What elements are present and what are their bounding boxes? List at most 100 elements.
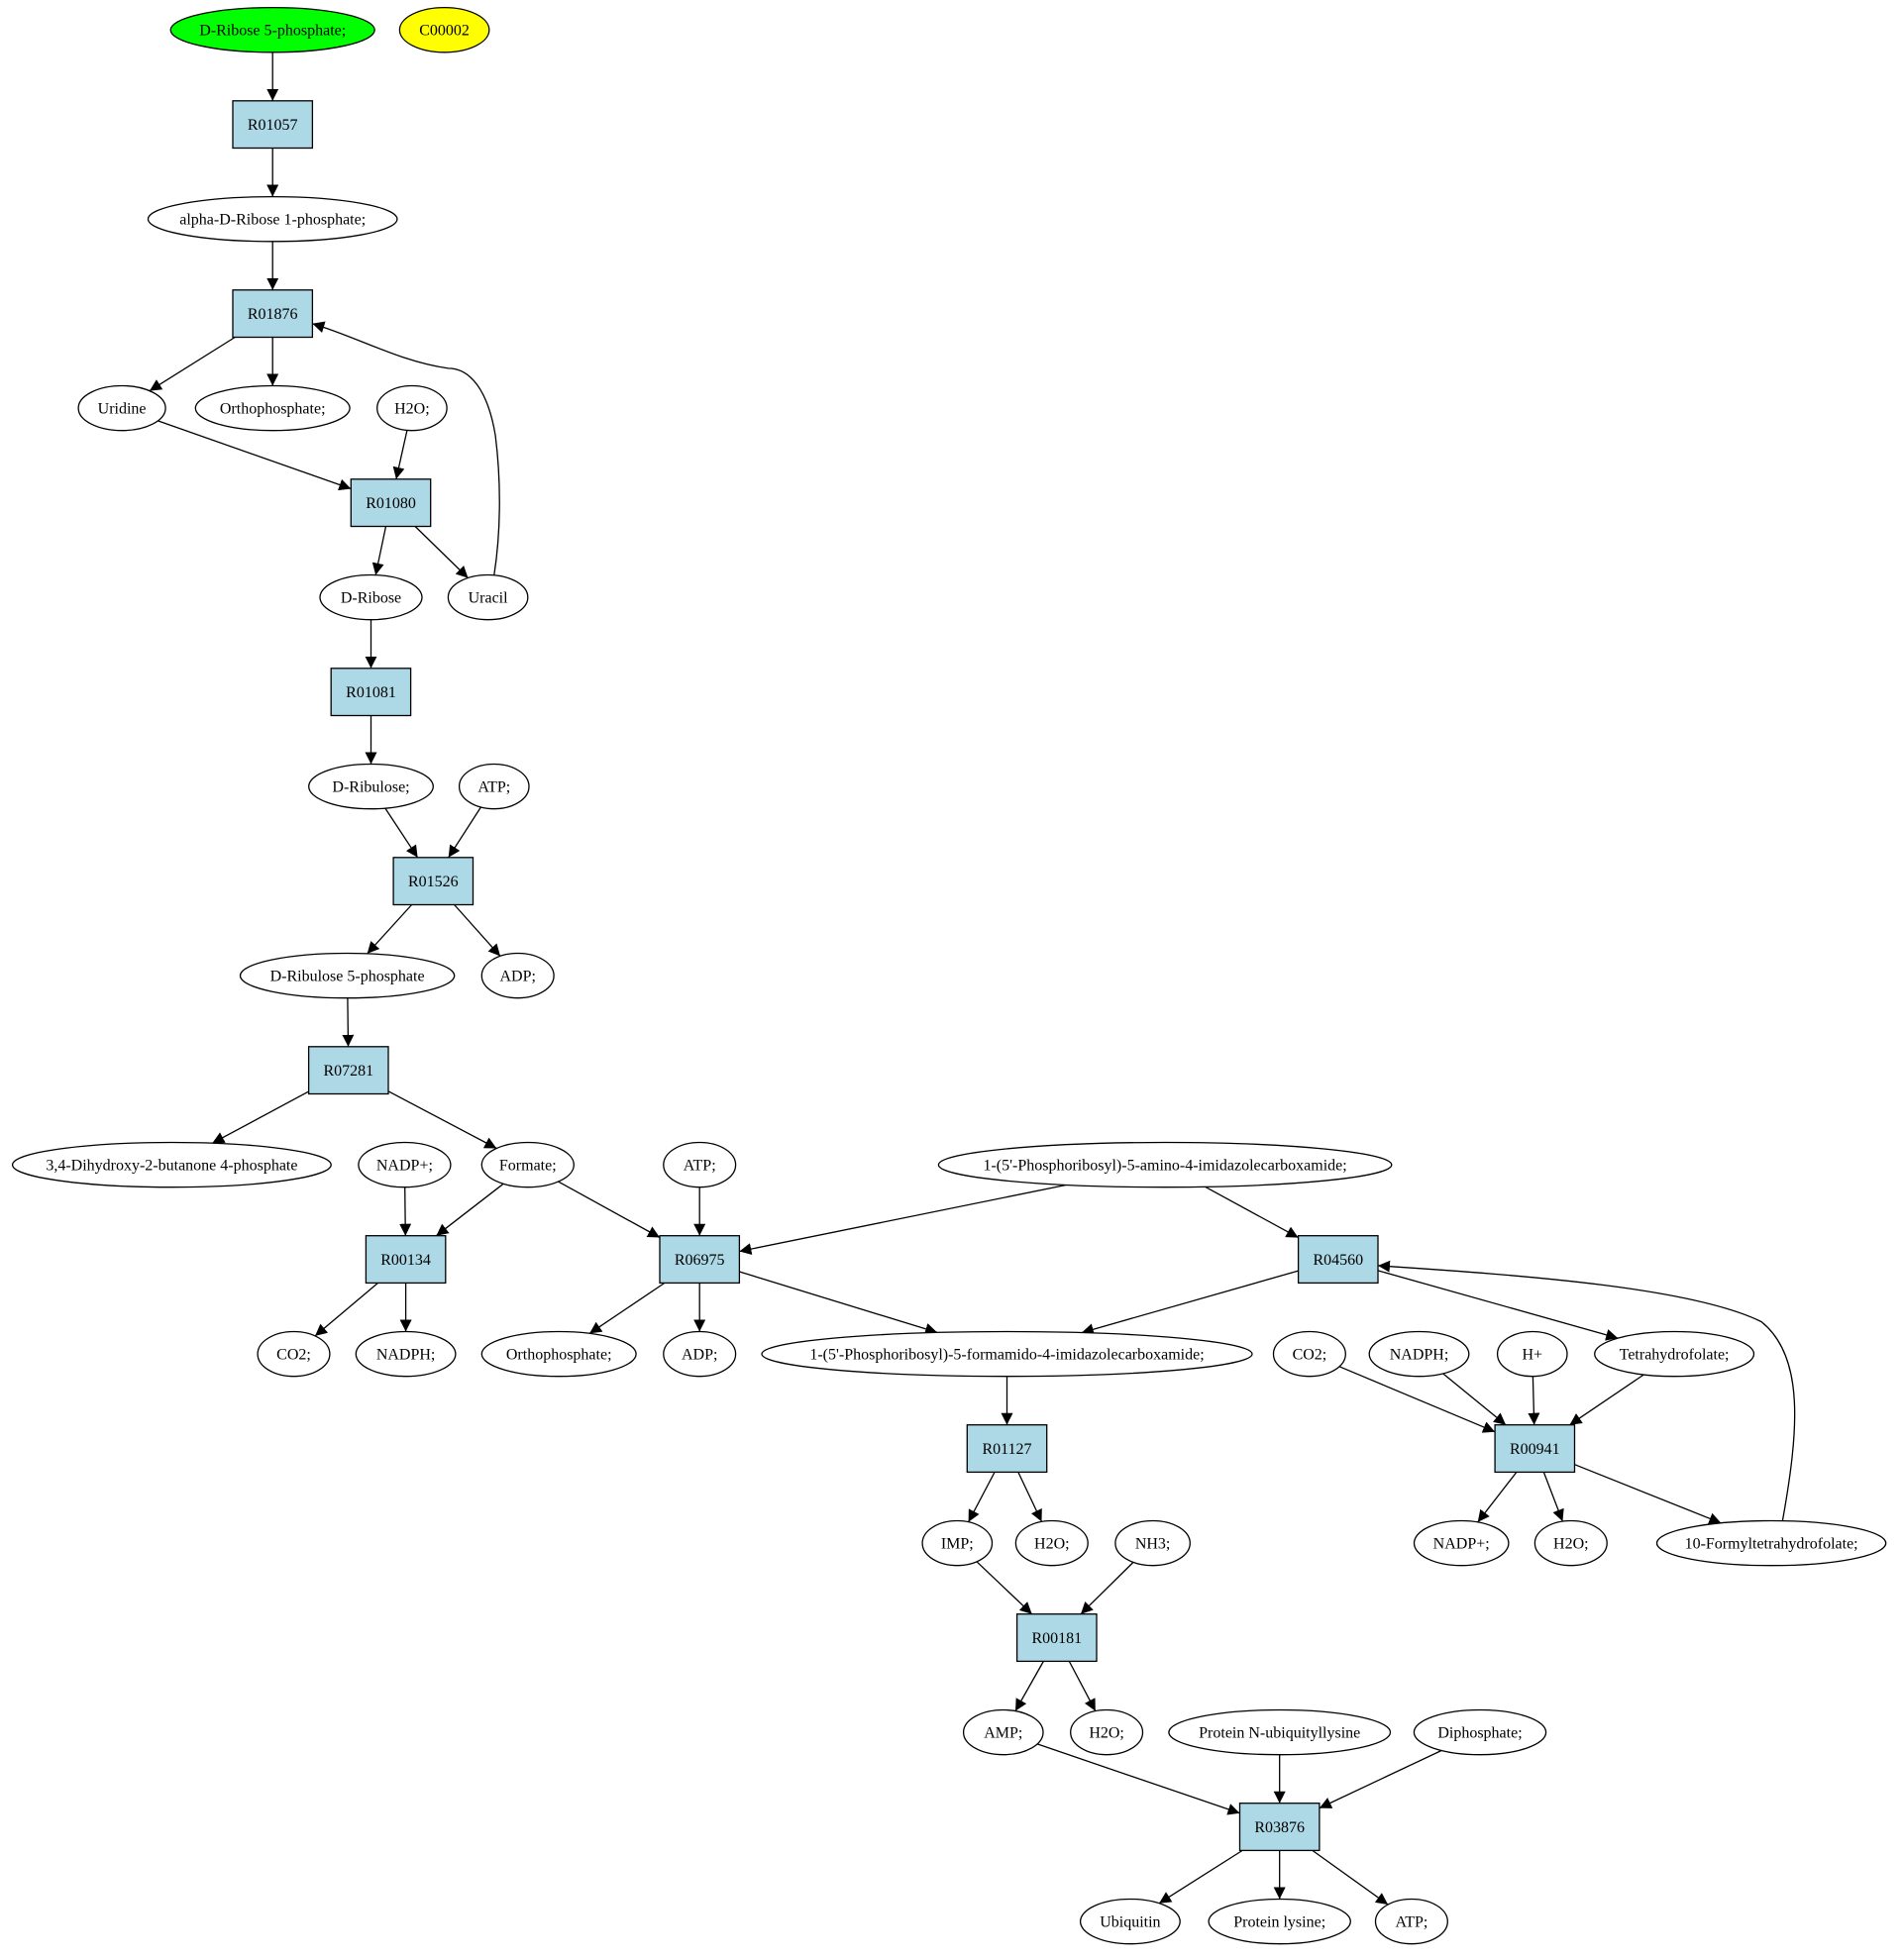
compound-node-atp1[interactable]: ATP;: [458, 763, 530, 810]
edge-atp1-to-R01526: [448, 806, 481, 859]
compound-node-c00002[interactable]: C00002: [398, 6, 490, 53]
compound-node-ubiquitin[interactable]: Ubiquitin: [1079, 1898, 1181, 1945]
compound-node-fthf[interactable]: 10-Formyltetrahydrofolate;: [1655, 1519, 1887, 1567]
reaction-node-R01127[interactable]: R01127: [966, 1424, 1048, 1474]
compound-ellipse: [1496, 1330, 1568, 1378]
compound-node-atp2[interactable]: ATP;: [663, 1141, 737, 1188]
compound-node-ribose1p[interactable]: alpha-D-Ribose 1-phosphate;: [147, 195, 398, 243]
node-label: H2O;: [394, 401, 430, 418]
edge-arrow: [1014, 1661, 1044, 1711]
reaction-node-R00134[interactable]: R00134: [365, 1235, 447, 1285]
edge-R01080-to-uracil: [414, 526, 469, 579]
compound-node-aicar[interactable]: 1-(5'-Phosphoribosyl)-5-amino-4-imidazol…: [937, 1141, 1393, 1188]
compound-node-h2o3[interactable]: H2O;: [1533, 1519, 1608, 1567]
edge-arrow: [436, 1183, 504, 1237]
compound-ellipse: [458, 763, 530, 810]
node-label: R01081: [346, 684, 396, 701]
edge-arrow: [976, 1561, 1033, 1615]
node-label: C00002: [419, 23, 470, 40]
reaction-node-R01526[interactable]: R01526: [392, 857, 475, 906]
node-label: Protein N-ubiquityllysine: [1199, 1725, 1360, 1742]
compound-node-nadp2[interactable]: NADP+;: [1413, 1519, 1510, 1567]
node-label: Formate;: [499, 1158, 557, 1175]
compound-ellipse: [761, 1330, 1253, 1378]
compound-node-nadph2[interactable]: NADPH;: [1368, 1330, 1470, 1378]
compound-ellipse: [921, 1519, 994, 1567]
compound-node-h2o4[interactable]: H2O;: [1070, 1708, 1144, 1756]
reaction-node-R06975[interactable]: R06975: [659, 1235, 741, 1285]
node-label: R00134: [380, 1252, 431, 1269]
node-label: Uridine: [98, 401, 147, 418]
compound-ellipse: [308, 763, 434, 810]
compound-node-co2b[interactable]: CO2;: [1272, 1330, 1346, 1378]
compound-node-amp[interactable]: AMP;: [962, 1708, 1044, 1756]
compound-ellipse: [77, 384, 166, 432]
compound-node-proteinlys[interactable]: Protein lysine;: [1208, 1898, 1351, 1945]
compound-node-orthophosphate1[interactable]: Orthophosphate;: [194, 384, 351, 432]
node-label: Tetrahydrofolate;: [1620, 1347, 1730, 1364]
compound-node-diphosphate[interactable]: Diphosphate;: [1413, 1708, 1547, 1756]
compound-ellipse: [480, 1141, 575, 1188]
compound-node-adp1[interactable]: ADP;: [480, 952, 555, 999]
compound-ellipse: [1594, 1330, 1755, 1378]
reaction-box: [659, 1235, 741, 1285]
node-label: 3,4-Dihydroxy-2-butanone 4-phosphate: [46, 1158, 297, 1175]
edge-arrow: [1158, 1849, 1243, 1905]
compound-node-thf[interactable]: Tetrahydrofolate;: [1594, 1330, 1755, 1378]
compound-node-uracil[interactable]: Uracil: [447, 573, 529, 621]
compound-node-dribose[interactable]: D-Ribose: [319, 573, 423, 621]
compound-node-nadp1[interactable]: NADP+;: [358, 1141, 452, 1188]
edge-R01127-to-h2o2: [1017, 1472, 1043, 1522]
edge-arrow: [1080, 1561, 1134, 1615]
compound-node-dribulose[interactable]: D-Ribulose;: [308, 763, 434, 810]
compound-ellipse: [1070, 1708, 1144, 1756]
edge-R00941-to-nadp2: [1477, 1472, 1518, 1523]
compound-ellipse: [1272, 1330, 1346, 1378]
node-label: AMP;: [984, 1725, 1022, 1742]
compound-node-hplus[interactable]: H+: [1496, 1330, 1568, 1378]
compound-node-h2o1[interactable]: H2O;: [376, 384, 448, 432]
reaction-node-R04560[interactable]: R04560: [1297, 1235, 1379, 1285]
compound-node-ribulose5p[interactable]: D-Ribulose 5-phosphate: [239, 952, 456, 999]
reaction-node-R01081[interactable]: R01081: [330, 668, 412, 717]
compound-node-dhbp[interactable]: 3,4-Dihydroxy-2-butanone 4-phosphate: [11, 1141, 332, 1188]
compound-node-protubl[interactable]: Protein N-ubiquityllysine: [1168, 1708, 1392, 1756]
compound-node-orthophosphate2[interactable]: Orthophosphate;: [480, 1330, 637, 1378]
compound-node-ribose5p[interactable]: D-Ribose 5-phosphate;: [169, 6, 375, 53]
node-label: NADP+;: [376, 1158, 433, 1175]
edge-arrow: [1312, 1849, 1389, 1906]
reaction-node-R03876[interactable]: R03876: [1238, 1803, 1321, 1852]
compound-node-nh3[interactable]: NH3;: [1114, 1519, 1191, 1567]
edge-arrow: [1377, 1270, 1619, 1341]
reaction-box: [232, 100, 314, 150]
reaction-node-R00941[interactable]: R00941: [1494, 1424, 1576, 1474]
edge-R00941-to-h2o3: [1542, 1472, 1564, 1522]
compound-node-h2o2[interactable]: H2O;: [1014, 1519, 1089, 1567]
edge-hplus-to-R00941: [1528, 1376, 1540, 1425]
edge-ribulose5p-to-R07281: [342, 997, 355, 1047]
compound-ellipse: [355, 1330, 457, 1378]
compound-node-adp2[interactable]: ADP;: [663, 1330, 737, 1378]
edge-arrow: [149, 336, 236, 392]
compound-ellipse: [663, 1330, 737, 1378]
reaction-node-R07281[interactable]: R07281: [307, 1046, 389, 1095]
compound-node-nadph1[interactable]: NADPH;: [355, 1330, 457, 1378]
node-label: R00181: [1031, 1630, 1082, 1647]
compound-node-faicar[interactable]: 1-(5'-Phosphoribosyl)-5-formamido-4-imid…: [761, 1330, 1253, 1378]
reaction-node-R01876[interactable]: R01876: [232, 289, 314, 339]
compound-node-imp[interactable]: IMP;: [921, 1519, 994, 1567]
compound-node-uridine[interactable]: Uridine: [77, 384, 166, 432]
node-label: 1-(5'-Phosphoribosyl)-5-amino-4-imidazol…: [983, 1158, 1346, 1175]
node-label: ATP;: [684, 1158, 716, 1175]
reaction-node-R01057[interactable]: R01057: [232, 100, 314, 150]
edge-arrow: [1081, 1270, 1299, 1336]
node-label: D-Ribulose 5-phosphate: [270, 969, 425, 985]
reaction-node-R01080[interactable]: R01080: [350, 478, 432, 528]
reaction-node-R00181[interactable]: R00181: [1015, 1613, 1098, 1663]
edge-R01876-to-uridine: [149, 336, 236, 392]
edge-arrow: [1377, 1260, 1796, 1521]
node-label: R00941: [1510, 1441, 1560, 1458]
compound-node-co2a[interactable]: CO2;: [257, 1330, 331, 1378]
compound-node-atp3[interactable]: ATP;: [1374, 1898, 1448, 1945]
compound-node-formate[interactable]: Formate;: [480, 1141, 575, 1188]
